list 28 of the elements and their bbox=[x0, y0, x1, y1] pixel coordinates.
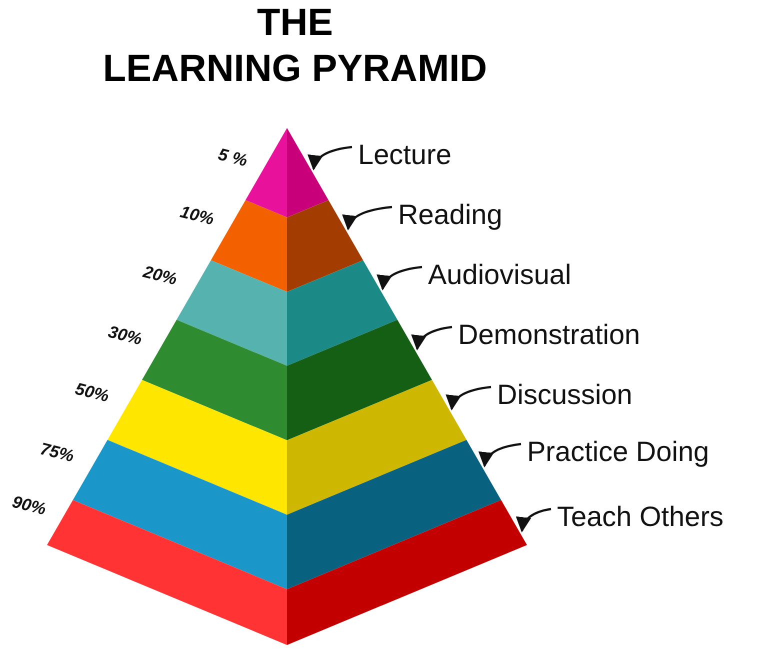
level-label: Demonstration bbox=[458, 319, 640, 351]
arrow bbox=[480, 442, 522, 468]
pyramid-band bbox=[246, 128, 328, 218]
pyramid-band bbox=[142, 320, 432, 440]
title: THE LEARNING PYRAMID bbox=[102, 1, 488, 92]
level-label: Reading bbox=[398, 199, 502, 231]
pyramid-band bbox=[47, 500, 527, 645]
percent-label: 75% bbox=[38, 439, 76, 467]
percent-label: 20% bbox=[141, 262, 179, 290]
pyramid-band bbox=[176, 260, 398, 366]
level-label: Lecture bbox=[358, 139, 452, 171]
percent-label: 50% bbox=[73, 379, 111, 407]
arrow bbox=[343, 206, 392, 230]
level-label: Teach Others bbox=[557, 501, 724, 533]
arrow bbox=[412, 326, 452, 351]
level-label: Audiovisual bbox=[428, 259, 572, 291]
arrow bbox=[446, 386, 492, 410]
level-label: Practice Doing bbox=[527, 436, 710, 468]
percent-label: 90% bbox=[10, 492, 48, 520]
percent-label: 10% bbox=[178, 202, 216, 230]
percent-label: 30% bbox=[106, 322, 144, 350]
arrow bbox=[378, 266, 422, 290]
percent-label: 5 % bbox=[216, 144, 250, 172]
pyramid-band bbox=[72, 440, 502, 590]
pyramid-band bbox=[108, 380, 466, 515]
arrow bbox=[308, 146, 352, 170]
arrow bbox=[516, 508, 552, 533]
level-label: Discussion bbox=[497, 379, 632, 411]
